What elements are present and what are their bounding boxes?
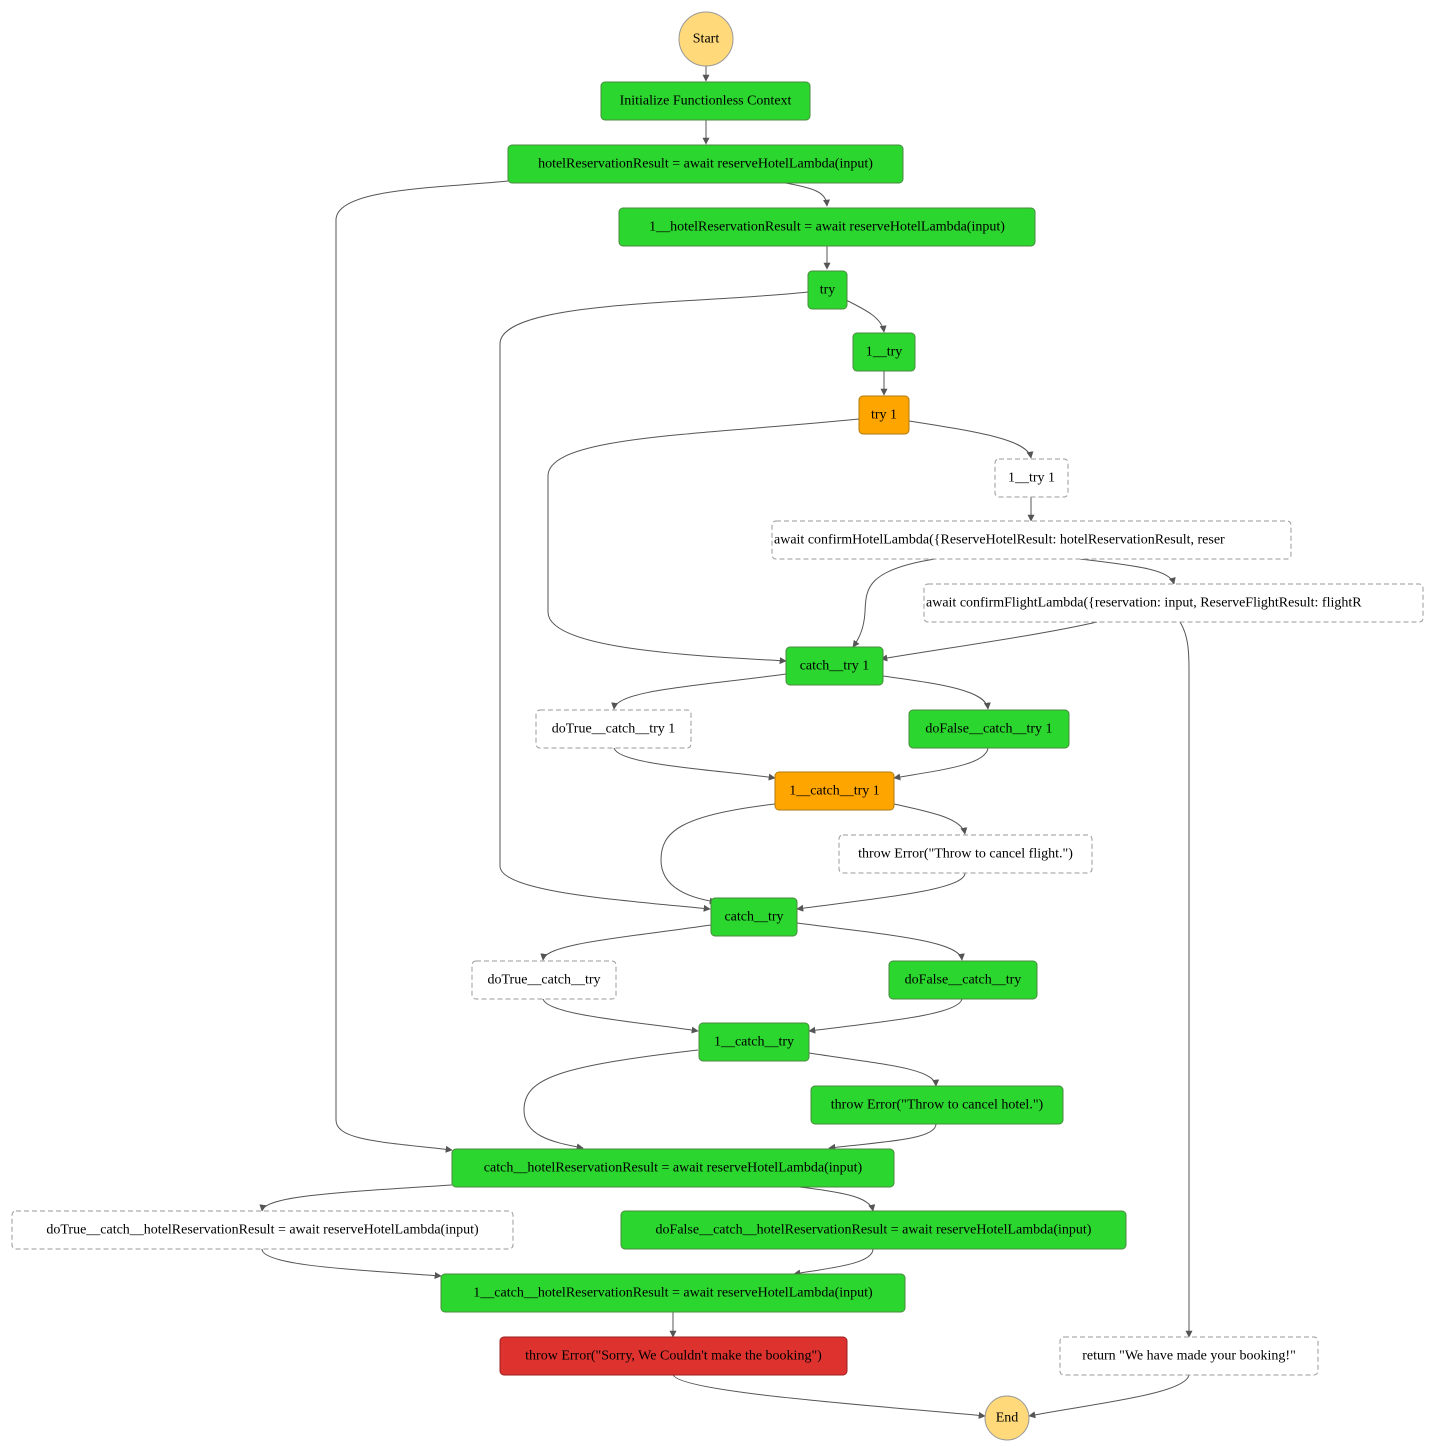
- state-hotel-reservation-result-label: hotelReservationResult = await reserveHo…: [538, 157, 873, 172]
- state-confirm-hotel-label: await confirmHotelLambda({ReserveHotelRe…: [774, 533, 1225, 548]
- state-1-catch-try-1: 1__catch__try 1: [774, 771, 895, 811]
- state-initialize-context-label: Initialize Functionless Context: [620, 94, 792, 109]
- state-confirm-hotel: await confirmHotelLambda({ReserveHotelRe…: [771, 520, 1292, 560]
- state-return-booking-label: return "We have made your booking!": [1082, 1349, 1296, 1364]
- edge-throw-flight-catch-try: [796, 872, 966, 912]
- state-try: try: [807, 270, 848, 310]
- state-dofalse-catch-hotel-reservation-result-label: doFalse__catch__hotelReservationResult =…: [656, 1223, 1092, 1238]
- edge-catch-hotel-dofalse: [791, 1185, 876, 1212]
- state-hotel-reservation-result: hotelReservationResult = await reserveHo…: [507, 144, 904, 184]
- edge-confirm-hotel-catch-try1: [852, 558, 936, 648]
- state-1-catch-try: 1__catch__try: [698, 1022, 810, 1062]
- state-throw-sorry: throw Error("Sorry, We Couldn't make the…: [499, 1336, 848, 1376]
- state-catch-try-1: catch__try 1: [785, 646, 884, 686]
- edge-catch-try-dofalse: [796, 922, 965, 961]
- state-return-booking: return "We have made your booking!": [1059, 1336, 1319, 1376]
- state-catch-hotel-reservation-result: catch__hotelReservationResult = await re…: [451, 1148, 895, 1188]
- edge-one-catch-try1-catch-try: [660, 803, 776, 905]
- state-catch-hotel-reservation-result-label: catch__hotelReservationResult = await re…: [484, 1161, 863, 1176]
- edge-hotel-result-catch-hotel: [335, 180, 509, 1153]
- nodes: Start Initialize Functionless Context ho…: [11, 11, 1424, 1441]
- state-throw-sorry-label: throw Error("Sorry, We Couldn't make the…: [525, 1349, 822, 1364]
- edge-dotrue-catch-try1-one: [613, 746, 776, 781]
- state-throw-cancel-flight: throw Error("Throw to cancel flight."): [838, 834, 1093, 874]
- edge-dotrue-catch-hotel-one: [261, 1248, 442, 1280]
- edge-throw-hotel-catch-hotel: [828, 1123, 937, 1151]
- state-1-catch-try-label: 1__catch__try: [714, 1035, 794, 1050]
- state-1-catch-try-1-label: 1__catch__try 1: [789, 784, 880, 799]
- state-dotrue-catch-hotel-reservation-result-label: doTrue__catch__hotelReservationResult = …: [46, 1223, 479, 1238]
- start-label: Start: [693, 32, 720, 47]
- edge-hotel-result-hotel-result-1: [779, 181, 831, 207]
- state-catch-try: catch__try: [710, 897, 798, 937]
- state-dofalse-catch-hotel-reservation-result: doFalse__catch__hotelReservationResult =…: [620, 1210, 1127, 1250]
- state-throw-cancel-flight-label: throw Error("Throw to cancel flight."): [858, 847, 1073, 862]
- edge-one-catch-try-throw-hotel: [808, 1052, 940, 1087]
- state-1-try-1: 1__try 1: [994, 458, 1069, 498]
- state-1-catch-hotel-reservation-result: 1__catch__hotelReservationResult = await…: [440, 1273, 906, 1313]
- edge-catch-try1-dofalse: [882, 675, 991, 710]
- edges: [259, 66, 1193, 1419]
- state-catch-try-1-label: catch__try 1: [800, 659, 870, 674]
- edge-return-booking-end: [1028, 1373, 1190, 1419]
- state-hotel-reservation-result-1: 1__hotelReservationResult = await reserv…: [618, 207, 1036, 247]
- state-hotel-reservation-result-1-label: 1__hotelReservationResult = await reserv…: [649, 220, 1005, 235]
- edge-dotrue-catch-try-one: [542, 997, 699, 1034]
- state-try-label: try: [820, 283, 836, 298]
- state-try-1-label: try 1: [871, 408, 897, 423]
- edge-catch-try1-dotrue: [611, 673, 787, 710]
- edge-dofalse-catch-try-one: [808, 997, 963, 1034]
- edge-confirm-flight-return-booking: [1179, 621, 1193, 1338]
- state-dofalse-catch-try: doFalse__catch__try: [888, 960, 1038, 1000]
- state-initialize-context: Initialize Functionless Context: [600, 81, 811, 121]
- edge-dofalse-catch-hotel-one: [793, 1248, 874, 1277]
- state-confirm-flight-label: await confirmFlightLambda({reservation: …: [926, 596, 1362, 611]
- state-confirm-flight: await confirmFlightLambda({reservation: …: [923, 583, 1424, 623]
- edge-confirm-hotel-confirm-flight: [1079, 558, 1176, 585]
- state-throw-cancel-hotel-label: throw Error("Throw to cancel hotel."): [831, 1098, 1044, 1113]
- edge-try1-catch-try1: [547, 418, 860, 665]
- edge-try1-try1-1: [908, 420, 1034, 459]
- edge-catch-hotel-dotrue: [259, 1184, 453, 1212]
- state-catch-try-label: catch__try: [724, 910, 783, 925]
- state-dofalse-catch-try-label: doFalse__catch__try: [905, 973, 1022, 988]
- edge-one-catch-try1-throw-flight: [893, 803, 968, 835]
- edge-throw-sorry-end: [672, 1373, 986, 1419]
- edge-confirm-flight-catch-try1: [880, 621, 1098, 662]
- state-throw-cancel-hotel: throw Error("Throw to cancel hotel."): [810, 1085, 1064, 1125]
- state-1-catch-hotel-reservation-result-label: 1__catch__hotelReservationResult = await…: [473, 1286, 873, 1301]
- edge-catch-try-dotrue: [540, 924, 712, 961]
- state-1-try-1-label: 1__try 1: [1008, 471, 1055, 486]
- state-dofalse-catch-try-1: doFalse__catch__try 1: [908, 709, 1070, 749]
- start-node: Start: [678, 11, 734, 67]
- state-try-1: try 1: [858, 395, 910, 435]
- state-dotrue-catch-try: doTrue__catch__try: [471, 960, 617, 1000]
- state-1-try-label: 1__try: [866, 345, 903, 360]
- state-dotrue-catch-hotel-reservation-result: doTrue__catch__hotelReservationResult = …: [11, 1210, 514, 1250]
- end-label: End: [996, 1411, 1019, 1426]
- edge-try-try-1-step: [845, 299, 887, 333]
- edge-dofalse-catch-try1-one: [893, 746, 989, 781]
- edge-one-catch-try-catch-hotel: [523, 1049, 699, 1151]
- state-dotrue-catch-try-label: doTrue__catch__try: [487, 973, 600, 988]
- edge-try-catch-try: [499, 291, 809, 912]
- state-dotrue-catch-try-1: doTrue__catch__try 1: [535, 709, 692, 749]
- end-node: End: [984, 1395, 1030, 1441]
- state-dotrue-catch-try-1-label: doTrue__catch__try 1: [552, 722, 676, 737]
- state-dofalse-catch-try-1-label: doFalse__catch__try 1: [925, 722, 1052, 737]
- state-1-try: 1__try: [852, 332, 916, 372]
